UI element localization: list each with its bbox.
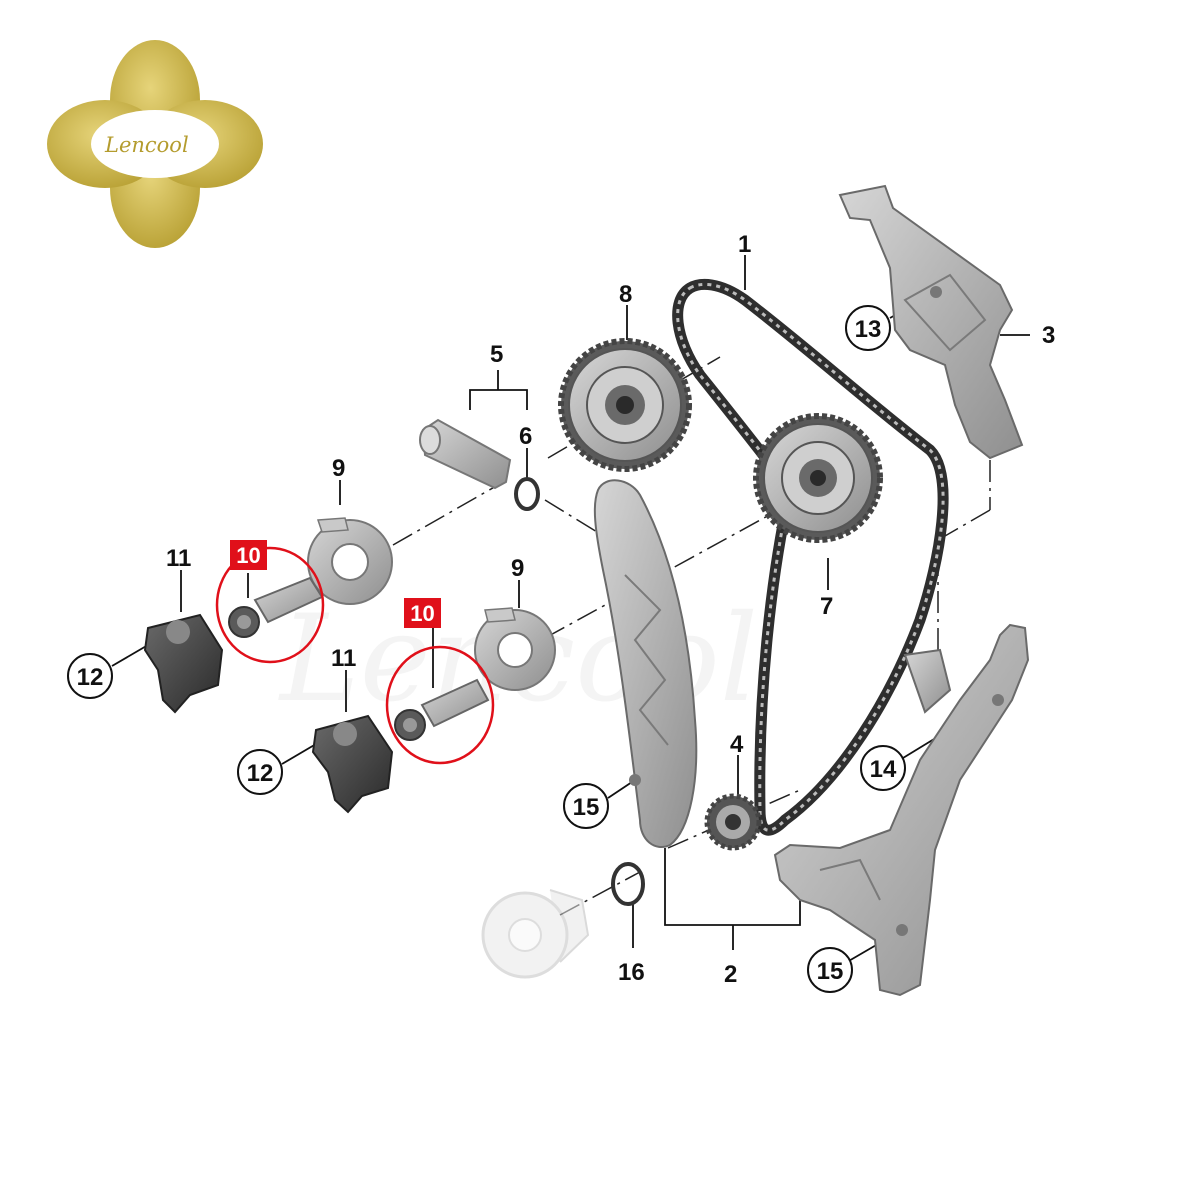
part-label-9-upper: 9: [332, 455, 345, 482]
crankshaft-sprocket: [704, 793, 762, 851]
timing-chain: [672, 278, 949, 836]
badge-10-lower: [404, 598, 441, 628]
chain-guide-rail-upper: [838, 184, 1024, 460]
part-label-9-lower: 9: [511, 555, 524, 582]
part-label-11-upper: 11: [166, 545, 191, 572]
part-labels: 1 8 5 6 9 9 11 11 7 4 3 2 16: [166, 231, 1055, 988]
part-label-7: 7: [820, 593, 833, 620]
brand-logo: Lencool: [47, 40, 263, 248]
circled-labels: 12 12 13 14 15 15: [67, 305, 906, 993]
sensor-wheel-lower: [474, 607, 556, 691]
badge-10-upper: [230, 540, 267, 570]
highlight-circle-lower: [385, 645, 495, 765]
part-label-15-left: 15: [573, 794, 600, 821]
seal-ring: [611, 862, 645, 906]
part-label-1: 1: [738, 231, 751, 258]
logo-text: Lencool: [104, 133, 189, 157]
camshaft-adjuster-intake: [558, 338, 692, 472]
part-label-8: 8: [619, 281, 632, 308]
part-label-5: 5: [490, 341, 503, 368]
part-label-3: 3: [1042, 322, 1055, 349]
part-label-2: 2: [724, 961, 737, 988]
sensor-wheel-upper: [307, 517, 393, 605]
part-label-12-upper: 12: [77, 664, 104, 691]
central-valve-bolt-upper: [228, 576, 324, 638]
part-label-14: 14: [870, 756, 897, 783]
part-label-15-right: 15: [817, 958, 844, 985]
central-valve-bolt-lower: [394, 678, 490, 741]
chain-guide-rail-lower: [773, 623, 1030, 997]
part-label-11-lower: 11: [331, 645, 356, 672]
part-label-13: 13: [855, 316, 882, 343]
tensioner-seal-ring: [514, 477, 540, 511]
crankshaft-hub: [481, 889, 590, 979]
camshaft-adjuster-exhaust: [753, 413, 883, 543]
highlight-circle-upper: [215, 546, 325, 664]
part-label-16: 16: [618, 959, 645, 986]
part-label-6: 6: [519, 423, 532, 450]
solenoid-actuator-lower: [311, 714, 394, 814]
highlighted-labels: 10 10: [230, 540, 441, 628]
part-label-10-upper: 10: [236, 543, 260, 568]
chain-tensioner: [419, 418, 512, 490]
part-label-4: 4: [730, 731, 744, 758]
tensioner-rail: [593, 479, 698, 848]
part-label-10-lower: 10: [410, 601, 434, 626]
part-label-12-lower: 12: [247, 760, 274, 787]
solenoid-actuator-upper: [143, 613, 224, 714]
